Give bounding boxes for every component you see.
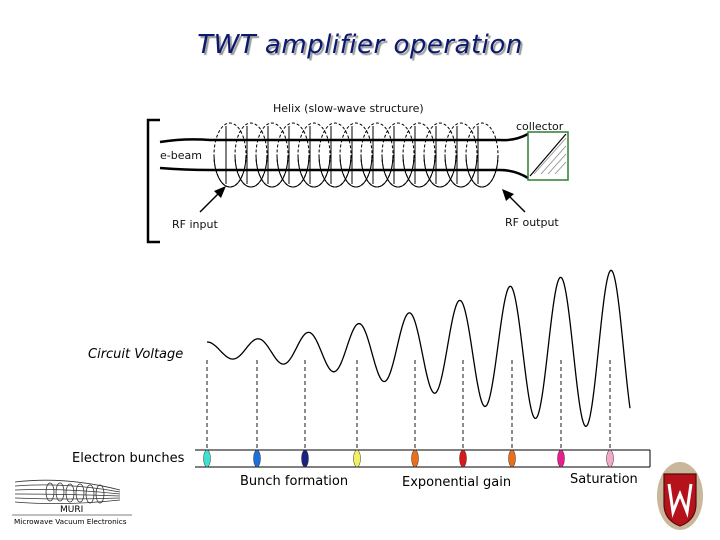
helix-coil xyxy=(213,122,499,188)
helix-loop-front xyxy=(360,154,394,188)
electron-bunches xyxy=(203,449,614,468)
helix-loop-front xyxy=(339,154,373,188)
circuit-voltage-label: Circuit Voltage xyxy=(88,347,184,362)
muri-org-text: Microwave Vacuum Electronics xyxy=(14,517,127,526)
helix-loop-front xyxy=(318,154,352,188)
electron-bunch xyxy=(459,449,467,468)
electron-bunch xyxy=(557,449,565,468)
muri-logo: MURI Microwave Vacuum Electronics xyxy=(12,479,132,526)
stage-exponential-gain: Exponential gain xyxy=(402,475,512,490)
collector-label: collector xyxy=(516,120,564,133)
collector-hatch xyxy=(533,137,567,175)
electron-bunch xyxy=(606,449,614,468)
rf-input-label: RF input xyxy=(172,218,218,231)
helix-loop-front xyxy=(276,154,310,188)
beam-label: e-beam xyxy=(160,149,202,162)
stage-saturation: Saturation xyxy=(570,472,638,487)
university-crest xyxy=(657,462,703,530)
electron-bunches-label: Electron bunches xyxy=(72,451,185,466)
muri-text: MURI xyxy=(60,505,83,515)
rf-output-label: RF output xyxy=(505,216,559,229)
slide-title: TWT amplifier operation xyxy=(197,30,523,60)
collector xyxy=(527,131,569,181)
stage-bunch-formation: Bunch formation xyxy=(240,474,349,489)
helix-label: Helix (slow-wave structure) xyxy=(273,102,424,115)
helix-loop-front xyxy=(213,154,247,188)
circuit-voltage-wave xyxy=(206,269,631,428)
electron-bunch xyxy=(353,449,361,468)
helix-loop-front xyxy=(465,154,499,188)
electron-bunch xyxy=(301,449,309,468)
electron-bunch xyxy=(508,449,516,468)
helix-loop-front xyxy=(255,154,289,188)
tube-lower-wall xyxy=(159,166,529,180)
electron-bunch xyxy=(411,449,419,468)
helix-loop-front xyxy=(402,154,436,188)
helix-loop-front xyxy=(297,154,331,188)
helix-loop-front xyxy=(444,154,478,188)
electron-bunch xyxy=(253,449,261,468)
bunch-guides xyxy=(206,360,611,450)
tube-upper-wall xyxy=(159,132,529,144)
electron-gun xyxy=(146,118,160,244)
helix-loop-front xyxy=(423,154,457,188)
helix-loop-front xyxy=(234,154,268,188)
electron-bunch xyxy=(203,449,211,468)
helix-loop-front xyxy=(381,154,415,188)
